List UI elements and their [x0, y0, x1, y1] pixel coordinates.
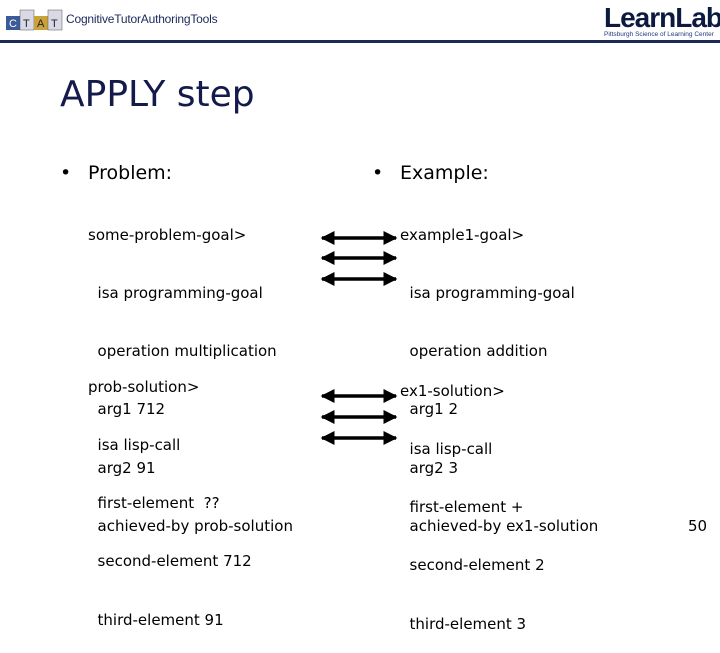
learnlab-logo-text: LearnLab — [604, 2, 720, 33]
example-bullet: • Example: — [372, 162, 489, 184]
example-solution-chunk: ex1-solution> isa lisp-call first-elemen… — [400, 343, 545, 653]
learnlab-tagline: Pittsburgh Science of Learning Center — [604, 31, 714, 38]
problem-heading: Problem: — [88, 162, 173, 184]
code-line: ex1-solution> — [400, 381, 505, 400]
ctat-letter-a: A — [37, 18, 45, 30]
slide-title: APPLY step — [60, 74, 255, 115]
code-line: third-element 91 — [88, 610, 224, 629]
bullet-dot-icon: • — [60, 162, 72, 184]
problem-bullet: • Problem: — [60, 162, 172, 184]
code-line: arg2 3 — [400, 458, 459, 477]
bullet-dot-icon: • — [372, 162, 384, 184]
code-line: arg2 91 — [88, 458, 156, 477]
code-line: isa programming-goal — [400, 284, 575, 303]
example-goal-chunk: example1-goal> isa programming-goal oper… — [400, 187, 598, 556]
example-heading: Example: — [400, 162, 489, 184]
ctat-letter-t1: T — [23, 18, 30, 30]
slide-header: C T A T CognitiveTutorAuthoringTools Lea… — [0, 0, 720, 48]
problem-goal-chunk: some-problem-goal> isa programming-goal … — [88, 187, 293, 556]
header-rule — [0, 40, 720, 43]
code-line: second-element 712 — [88, 552, 252, 571]
problem-solution-chunk: prob-solution> isa lisp-call first-eleme… — [88, 339, 252, 649]
code-line: achieved-by ex1-solution — [400, 516, 599, 535]
code-line: arg1 2 — [400, 400, 459, 419]
code-line: first-element + — [400, 498, 524, 517]
code-line: some-problem-goal> — [88, 225, 247, 244]
code-line: prob-solution> — [88, 377, 200, 396]
code-line: arg1 712 — [88, 400, 166, 419]
ctat-name: CognitiveTutorAuthoringTools — [66, 12, 218, 26]
code-line: example1-goal> — [400, 225, 525, 244]
code-line: second-element 2 — [400, 556, 545, 575]
code-line: achieved-by prob-solution — [88, 516, 293, 535]
ctat-logo: C T A T — [6, 9, 63, 31]
code-line: first-element ?? — [88, 494, 220, 513]
code-line: isa programming-goal — [88, 284, 263, 303]
page-number: 50 — [688, 517, 708, 535]
code-line: isa lisp-call — [400, 440, 493, 459]
code-line: third-element 3 — [400, 614, 527, 633]
code-line: operation addition — [400, 342, 548, 361]
code-line: isa lisp-call — [88, 436, 181, 455]
ctat-letter-c: C — [9, 18, 17, 30]
ctat-letter-t2: T — [51, 18, 58, 30]
code-line: operation multiplication — [88, 342, 277, 361]
